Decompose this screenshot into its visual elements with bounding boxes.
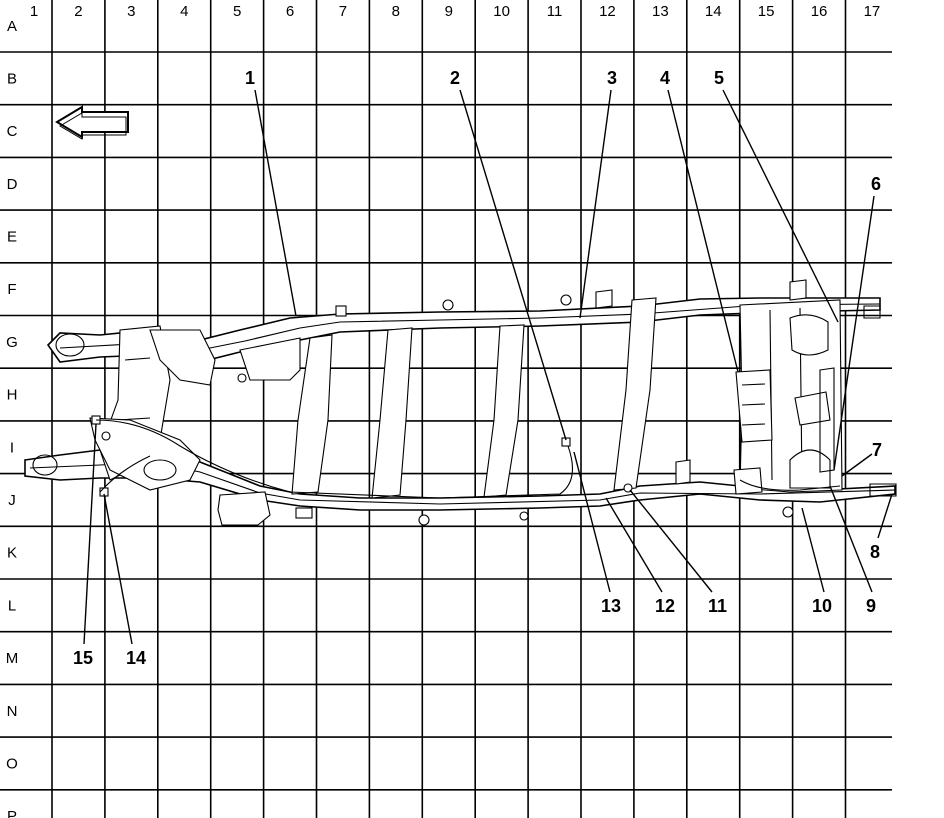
grid-column-label: 4: [180, 3, 188, 20]
grid-row-label: A: [7, 18, 17, 35]
callout-labels: 1 2 3 4 5 6 7 8 9 10 11 12 13 14 15: [73, 68, 882, 668]
grid-row-label: B: [7, 70, 17, 87]
callout-4: 4: [660, 68, 670, 88]
callout-9: 9: [866, 596, 876, 616]
callout-1: 1: [245, 68, 255, 88]
left-arrow-icon: [55, 105, 129, 140]
grid-column-label: 17: [864, 3, 881, 20]
rear-bracket: [735, 369, 773, 443]
callout-2: 2: [450, 68, 460, 88]
grid-row-label: G: [6, 334, 18, 351]
callout-6: 6: [871, 174, 881, 194]
grid-row-label: O: [6, 755, 18, 772]
grid-column-label: 9: [445, 3, 453, 20]
grid-column-label: 14: [705, 3, 722, 20]
crossmember-4: [613, 297, 657, 491]
grid-row-label: E: [7, 228, 17, 245]
grid-row-label: D: [7, 176, 18, 193]
callout-15: 15: [73, 648, 93, 668]
callout-leaders: [83, 89, 893, 645]
grid-column-label: 6: [286, 3, 294, 20]
grid-column-label: 2: [74, 3, 82, 20]
grid-row-label: J: [8, 492, 16, 509]
grid-row-label: N: [7, 703, 18, 720]
grid-column-label: 5: [233, 3, 241, 20]
grid-column-label: 13: [652, 3, 669, 20]
grid-row-label: F: [7, 281, 16, 298]
callout-14: 14: [126, 648, 146, 668]
grid-row-labels: A B C D E F G H I J K L M N O P: [6, 18, 19, 818]
grid-row-label: M: [6, 650, 19, 667]
crossmember-1: [291, 334, 333, 495]
crossmember-2: [371, 327, 413, 499]
callout-13: 13: [601, 596, 621, 616]
grid-row-label: H: [7, 387, 18, 404]
grid-column-label: 10: [493, 3, 510, 20]
wiring-harness: [95, 419, 574, 499]
callout-3: 3: [607, 68, 617, 88]
callout-8: 8: [870, 542, 880, 562]
grid-row-label: K: [7, 545, 17, 562]
callout-5: 5: [714, 68, 724, 88]
grid-column-label: 8: [392, 3, 400, 20]
grid-column-label: 12: [599, 3, 616, 20]
grid-column-label: 15: [758, 3, 775, 20]
grid-row-label: L: [8, 597, 16, 614]
grid-row-label: P: [7, 808, 17, 818]
grid-column-label: 1: [30, 3, 38, 20]
callout-7: 7: [872, 440, 882, 460]
grid-column-label: 7: [339, 3, 347, 20]
grid-row-label: I: [10, 439, 14, 456]
grid-column-label: 3: [127, 3, 135, 20]
vehicle-frame: [24, 279, 897, 526]
callout-11: 11: [708, 596, 727, 616]
callout-12: 12: [655, 596, 675, 616]
grid-column-label: 11: [547, 3, 563, 20]
callout-10: 10: [812, 596, 832, 616]
crossmember-3: [483, 324, 525, 498]
grid-row-label: C: [7, 123, 18, 140]
grid-column-label: 16: [811, 3, 828, 20]
